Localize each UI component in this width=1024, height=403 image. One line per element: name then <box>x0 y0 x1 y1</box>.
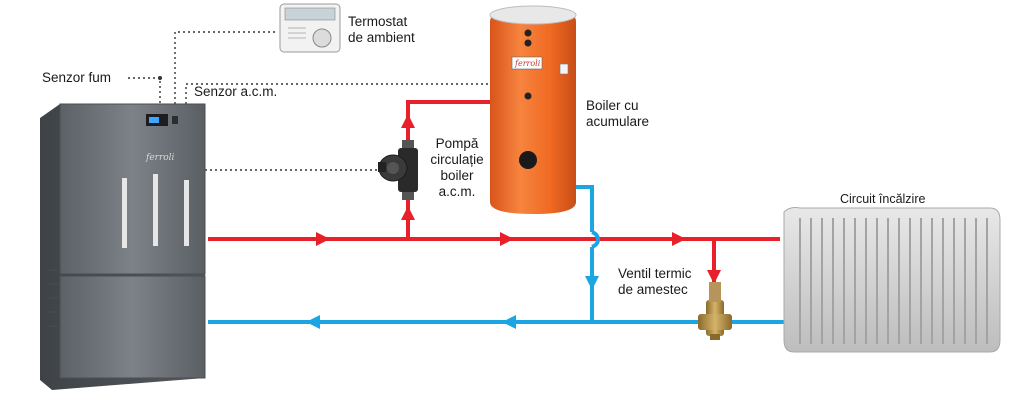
boiler-label-line2: acumulare <box>586 114 650 129</box>
termostat-label-line2: de ambient <box>348 30 415 45</box>
senzor-fum-label: Senzor fum <box>42 70 112 85</box>
cold-flow-arrows <box>306 276 599 329</box>
mixing-valve-icon <box>698 282 732 340</box>
boiler-label-line1: Boiler cu <box>586 98 639 113</box>
pompa-label-line1: Pompă <box>435 136 479 151</box>
ventil-label: Ventil termic de amestec <box>618 266 692 298</box>
svg-text:ferroli: ferroli <box>514 59 541 68</box>
pompa-label-line4: a.c.m. <box>438 184 476 199</box>
boiler-unit-icon: ferroli <box>40 103 206 390</box>
pump-icon <box>378 140 418 200</box>
boiler-label: Boiler cu acumulare <box>586 98 649 130</box>
ventil-label-line2: de amestec <box>618 282 688 297</box>
pompa-label-line2: circulație <box>430 152 484 167</box>
thermostat-icon <box>279 3 341 53</box>
circuit-label: Circuit încălzire <box>840 192 926 206</box>
termostat-label-line1: Termostat <box>348 14 408 29</box>
hot-flow-arrows <box>316 114 721 284</box>
senzor-acm-label: Senzor a.c.m. <box>194 84 278 99</box>
storage-boiler-icon: ferroli <box>489 5 577 214</box>
pompa-label: Pompă circulație boiler a.c.m. <box>424 136 490 200</box>
ventil-label-line1: Ventil termic <box>618 266 692 281</box>
radiator-icon <box>783 207 1001 353</box>
termostat-label: Termostat de ambient <box>348 14 415 46</box>
pompa-label-line3: boiler <box>440 168 474 183</box>
svg-text:ferroli: ferroli <box>145 153 175 163</box>
